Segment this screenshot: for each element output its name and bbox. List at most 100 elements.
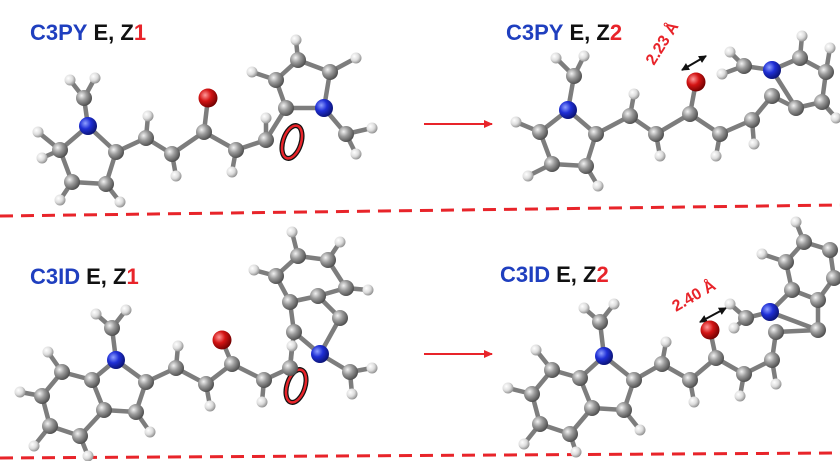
carbon-atom <box>524 386 540 402</box>
hydrogen-atom <box>257 397 268 408</box>
separator-dashed-line <box>0 205 840 216</box>
hydrogen-atom <box>725 299 736 310</box>
hydrogen-atom <box>121 305 132 316</box>
carbon-atom <box>52 142 68 158</box>
hydrogen-atom <box>551 53 562 64</box>
carbon-atom <box>268 268 284 284</box>
nitrogen-atom <box>763 61 781 79</box>
hydrogen-atom <box>173 341 184 352</box>
hydrogen-atom <box>531 345 542 356</box>
carbon-atom <box>64 174 80 190</box>
hydrogen-atom <box>145 427 156 438</box>
carbon-atom <box>682 106 698 122</box>
hydrogen-atom <box>757 249 768 260</box>
hydrogen-atom <box>629 89 640 100</box>
hydrogen-atom <box>571 447 582 458</box>
hydrogen-atom <box>729 323 740 334</box>
carbon-atom <box>268 72 284 88</box>
carbon-atom <box>648 126 664 142</box>
carbon-atom <box>84 372 100 388</box>
carbon-atom <box>588 126 604 142</box>
carbon-atom <box>128 404 144 420</box>
hydrogen-atom <box>15 387 26 398</box>
carbon-atom <box>796 234 812 250</box>
hydrogen-atom <box>725 47 736 58</box>
carbon-atom <box>332 310 348 326</box>
hydrogen-atom <box>29 441 40 452</box>
nitrogen-atom <box>761 303 779 321</box>
hydrogen-atom <box>519 439 530 450</box>
distance-label-top: 2.23 Å <box>641 18 682 68</box>
molecule-c3py-ez2 <box>511 31 840 192</box>
carbon-atom <box>338 280 354 296</box>
carbon-atom <box>282 294 298 310</box>
nitrogen-atom <box>107 351 125 369</box>
carbon-atom <box>810 322 826 338</box>
nitrogen-atom <box>595 347 613 365</box>
carbon-atom <box>616 402 632 418</box>
molecule-c3id-ez2 <box>503 217 840 458</box>
carbon-atom <box>104 320 120 336</box>
carbon-atom <box>228 142 244 158</box>
carbon-atom <box>138 130 154 146</box>
hydrogen-atom <box>91 309 102 320</box>
carbon-atom <box>322 64 338 80</box>
carbon-atom <box>544 362 560 378</box>
carbon-atom <box>788 100 804 116</box>
hydrogen-atom <box>797 31 808 42</box>
hydrogen-atom <box>511 117 522 128</box>
hydrogen-atom <box>287 227 298 238</box>
carbon-atom <box>544 156 560 172</box>
carbon-atom <box>196 124 212 140</box>
hydrogen-atom <box>249 265 260 276</box>
carbon-atom <box>198 376 214 392</box>
carbon-atom <box>290 248 306 264</box>
nitrogen-atom <box>79 117 97 135</box>
hydrogen-atom <box>227 167 238 178</box>
hydrogen-atom <box>171 171 182 182</box>
carbon-atom <box>736 58 752 74</box>
carbon-atom <box>682 372 698 388</box>
hydrogen-atom <box>83 451 94 462</box>
molecule-c3py-ez1 <box>33 35 378 208</box>
hydrogen-atom <box>367 363 378 374</box>
carbon-atom <box>778 254 794 270</box>
carbon-atom <box>768 324 784 340</box>
double-arrow-icon <box>682 56 706 70</box>
oxygen-atom <box>213 331 232 350</box>
hydrogen-atom <box>635 425 646 436</box>
molecule-c3id-ez1 <box>15 227 378 462</box>
hydrogen-atom <box>287 341 298 352</box>
hydrogen-atom <box>37 153 48 164</box>
hydrogen-atom <box>115 197 126 208</box>
hydrogen-atom <box>363 285 374 296</box>
carbon-atom <box>338 126 354 142</box>
carbon-atom <box>282 360 298 376</box>
hydrogen-atom <box>291 35 302 46</box>
carbon-atom <box>764 88 780 104</box>
carbon-atom <box>286 324 302 340</box>
carbon-atom <box>96 402 112 418</box>
carbon-atom <box>584 400 600 416</box>
carbon-atom <box>532 124 548 140</box>
hydrogen-atom <box>205 401 216 412</box>
carbon-atom <box>792 50 808 66</box>
carbon-atom <box>532 416 548 432</box>
hydrogen-atom <box>261 113 272 124</box>
hydrogen-atom <box>90 73 101 84</box>
carbon-atom <box>320 252 336 268</box>
carbon-atom <box>54 364 70 380</box>
hydrogen-atom <box>351 149 362 160</box>
carbon-atom <box>626 372 642 388</box>
carbon-atom <box>256 372 272 388</box>
hydrogen-atom <box>749 139 760 150</box>
oxygen-atom <box>687 73 706 92</box>
carbon-atom <box>654 356 670 372</box>
hydrogen-atom <box>43 347 54 358</box>
